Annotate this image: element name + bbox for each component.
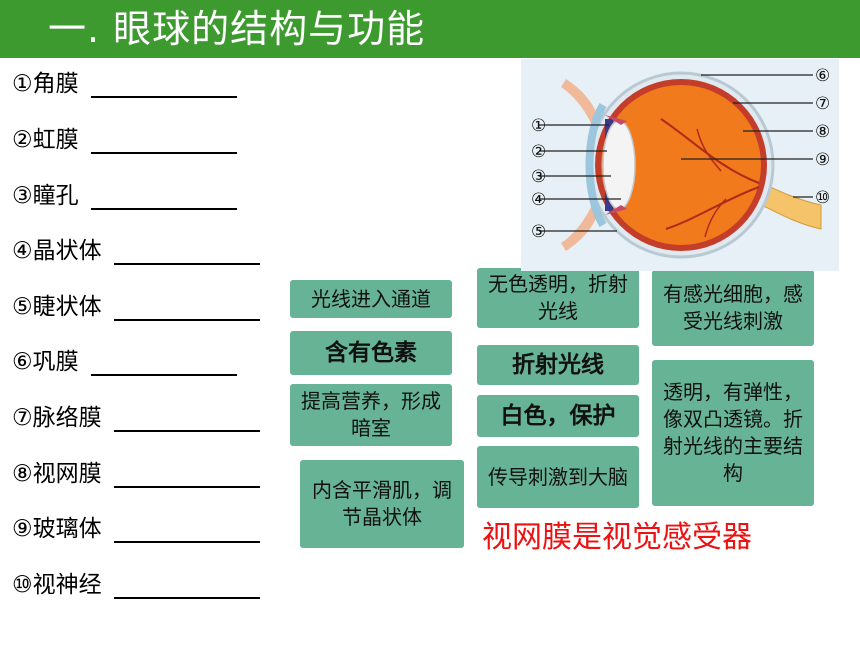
structure-item-pupil: ③瞳孔 — [12, 176, 237, 210]
structure-label: ②虹膜 — [12, 127, 79, 153]
answer-blank — [113, 241, 260, 265]
function-card-transparent-refract[interactable]: 无色透明，折射光线 — [477, 268, 639, 328]
card-text: 白色，保护 — [500, 402, 616, 429]
structure-item-iris: ②虹膜 — [12, 120, 237, 154]
ciliary-body-shape — [605, 115, 627, 125]
structure-label: ⑧视网膜 — [12, 461, 102, 487]
card-text: 有感光细胞，感受光线刺激 — [663, 282, 803, 333]
answer-blank — [113, 519, 260, 543]
answer-blank — [113, 464, 260, 488]
structure-item-retina: ⑧视网膜 — [12, 454, 260, 488]
function-card-nutrition-darkroom[interactable]: 提高营养，形成暗室 — [290, 384, 452, 446]
diagram-label: ③ — [531, 167, 546, 187]
card-text: 传导刺激到大脑 — [488, 464, 628, 489]
function-card-smooth-muscle[interactable]: 内含平滑肌，调节晶状体 — [300, 460, 464, 548]
card-text: 无色透明，折射光线 — [488, 272, 628, 323]
card-text: 透明，有弹性，像双凸透镜。折射光线的主要结构 — [663, 380, 803, 485]
diagram-label: ② — [531, 142, 546, 162]
vessel-line — [704, 198, 727, 238]
vessel-line — [665, 186, 760, 230]
function-card-white-protect[interactable]: 白色，保护 — [477, 395, 639, 437]
card-text: 光线进入通道 — [311, 286, 431, 311]
structure-item-choroid: ⑦脉络膜 — [12, 398, 260, 432]
structure-item-cornea: ①角膜 — [12, 64, 237, 98]
answer-blank — [90, 352, 237, 376]
structure-label: ⑤睫状体 — [12, 294, 102, 320]
function-card-light-passage[interactable]: 光线进入通道 — [290, 280, 452, 318]
function-card-biconvex-lens[interactable]: 透明，有弹性，像双凸透镜。折射光线的主要结构 — [652, 360, 814, 506]
structure-item-ciliary-body: ⑤睫状体 — [12, 287, 260, 321]
eye-diagram-svg: ① ② ③ ④ ⑤ ⑥ ⑦ ⑧ ⑨ ⑩ — [521, 59, 839, 271]
ciliary-body-shape — [605, 205, 627, 215]
structure-label: ⑥巩膜 — [12, 349, 79, 375]
function-card-transmit-to-brain[interactable]: 传导刺激到大脑 — [477, 446, 639, 508]
function-card-pigment[interactable]: 含有色素 — [290, 331, 452, 375]
structure-label: ⑦脉络膜 — [12, 405, 102, 431]
diagram-label: ⑥ — [815, 66, 830, 86]
structure-item-lens: ④晶状体 — [12, 231, 260, 265]
card-text: 提高营养，形成暗室 — [301, 389, 441, 440]
structure-label: ④晶状体 — [12, 238, 102, 264]
vessel-line — [696, 128, 722, 172]
lower-eyelid-shape — [561, 207, 599, 251]
card-text: 内含平滑肌，调节晶状体 — [312, 478, 452, 529]
function-card-refract-light[interactable]: 折射光线 — [477, 345, 639, 385]
structure-label: ③瞳孔 — [12, 183, 79, 209]
structure-item-vitreous-body: ⑨玻璃体 — [12, 509, 260, 543]
answer-blank — [113, 408, 260, 432]
structure-item-optic-nerve: ⑩视神经 — [12, 565, 260, 599]
answer-blank — [90, 186, 237, 210]
diagram-label: ⑧ — [815, 122, 830, 142]
eye-diagram: ① ② ③ ④ ⑤ ⑥ ⑦ ⑧ ⑨ ⑩ — [521, 59, 839, 271]
answer-blank — [113, 575, 260, 599]
structure-label: ⑨玻璃体 — [12, 516, 102, 542]
structure-item-sclera: ⑥巩膜 — [12, 342, 237, 376]
card-text: 含有色素 — [325, 339, 417, 366]
retina-note: 视网膜是视觉感受器 — [482, 520, 752, 555]
diagram-label: ⑨ — [815, 150, 830, 170]
structure-label: ⑩视神经 — [12, 572, 102, 598]
diagram-label: ① — [531, 116, 546, 136]
upper-eyelid-shape — [561, 79, 599, 123]
card-text: 折射光线 — [512, 351, 604, 378]
answer-blank — [113, 297, 260, 321]
diagram-label: ⑤ — [531, 222, 546, 242]
cornea-shape — [585, 102, 607, 228]
answer-blank — [90, 130, 237, 154]
title-bar: 一. 眼球的结构与功能 — [0, 0, 860, 58]
structure-label: ①角膜 — [12, 71, 79, 97]
diagram-label: ⑦ — [815, 94, 830, 114]
answer-blank — [90, 74, 237, 98]
page-title: 一. 眼球的结构与功能 — [48, 7, 426, 51]
function-card-photoreceptor[interactable]: 有感光细胞，感受光线刺激 — [652, 270, 814, 346]
diagram-label: ⑩ — [815, 188, 830, 208]
diagram-label: ④ — [531, 190, 546, 210]
lens-shape — [602, 120, 636, 210]
